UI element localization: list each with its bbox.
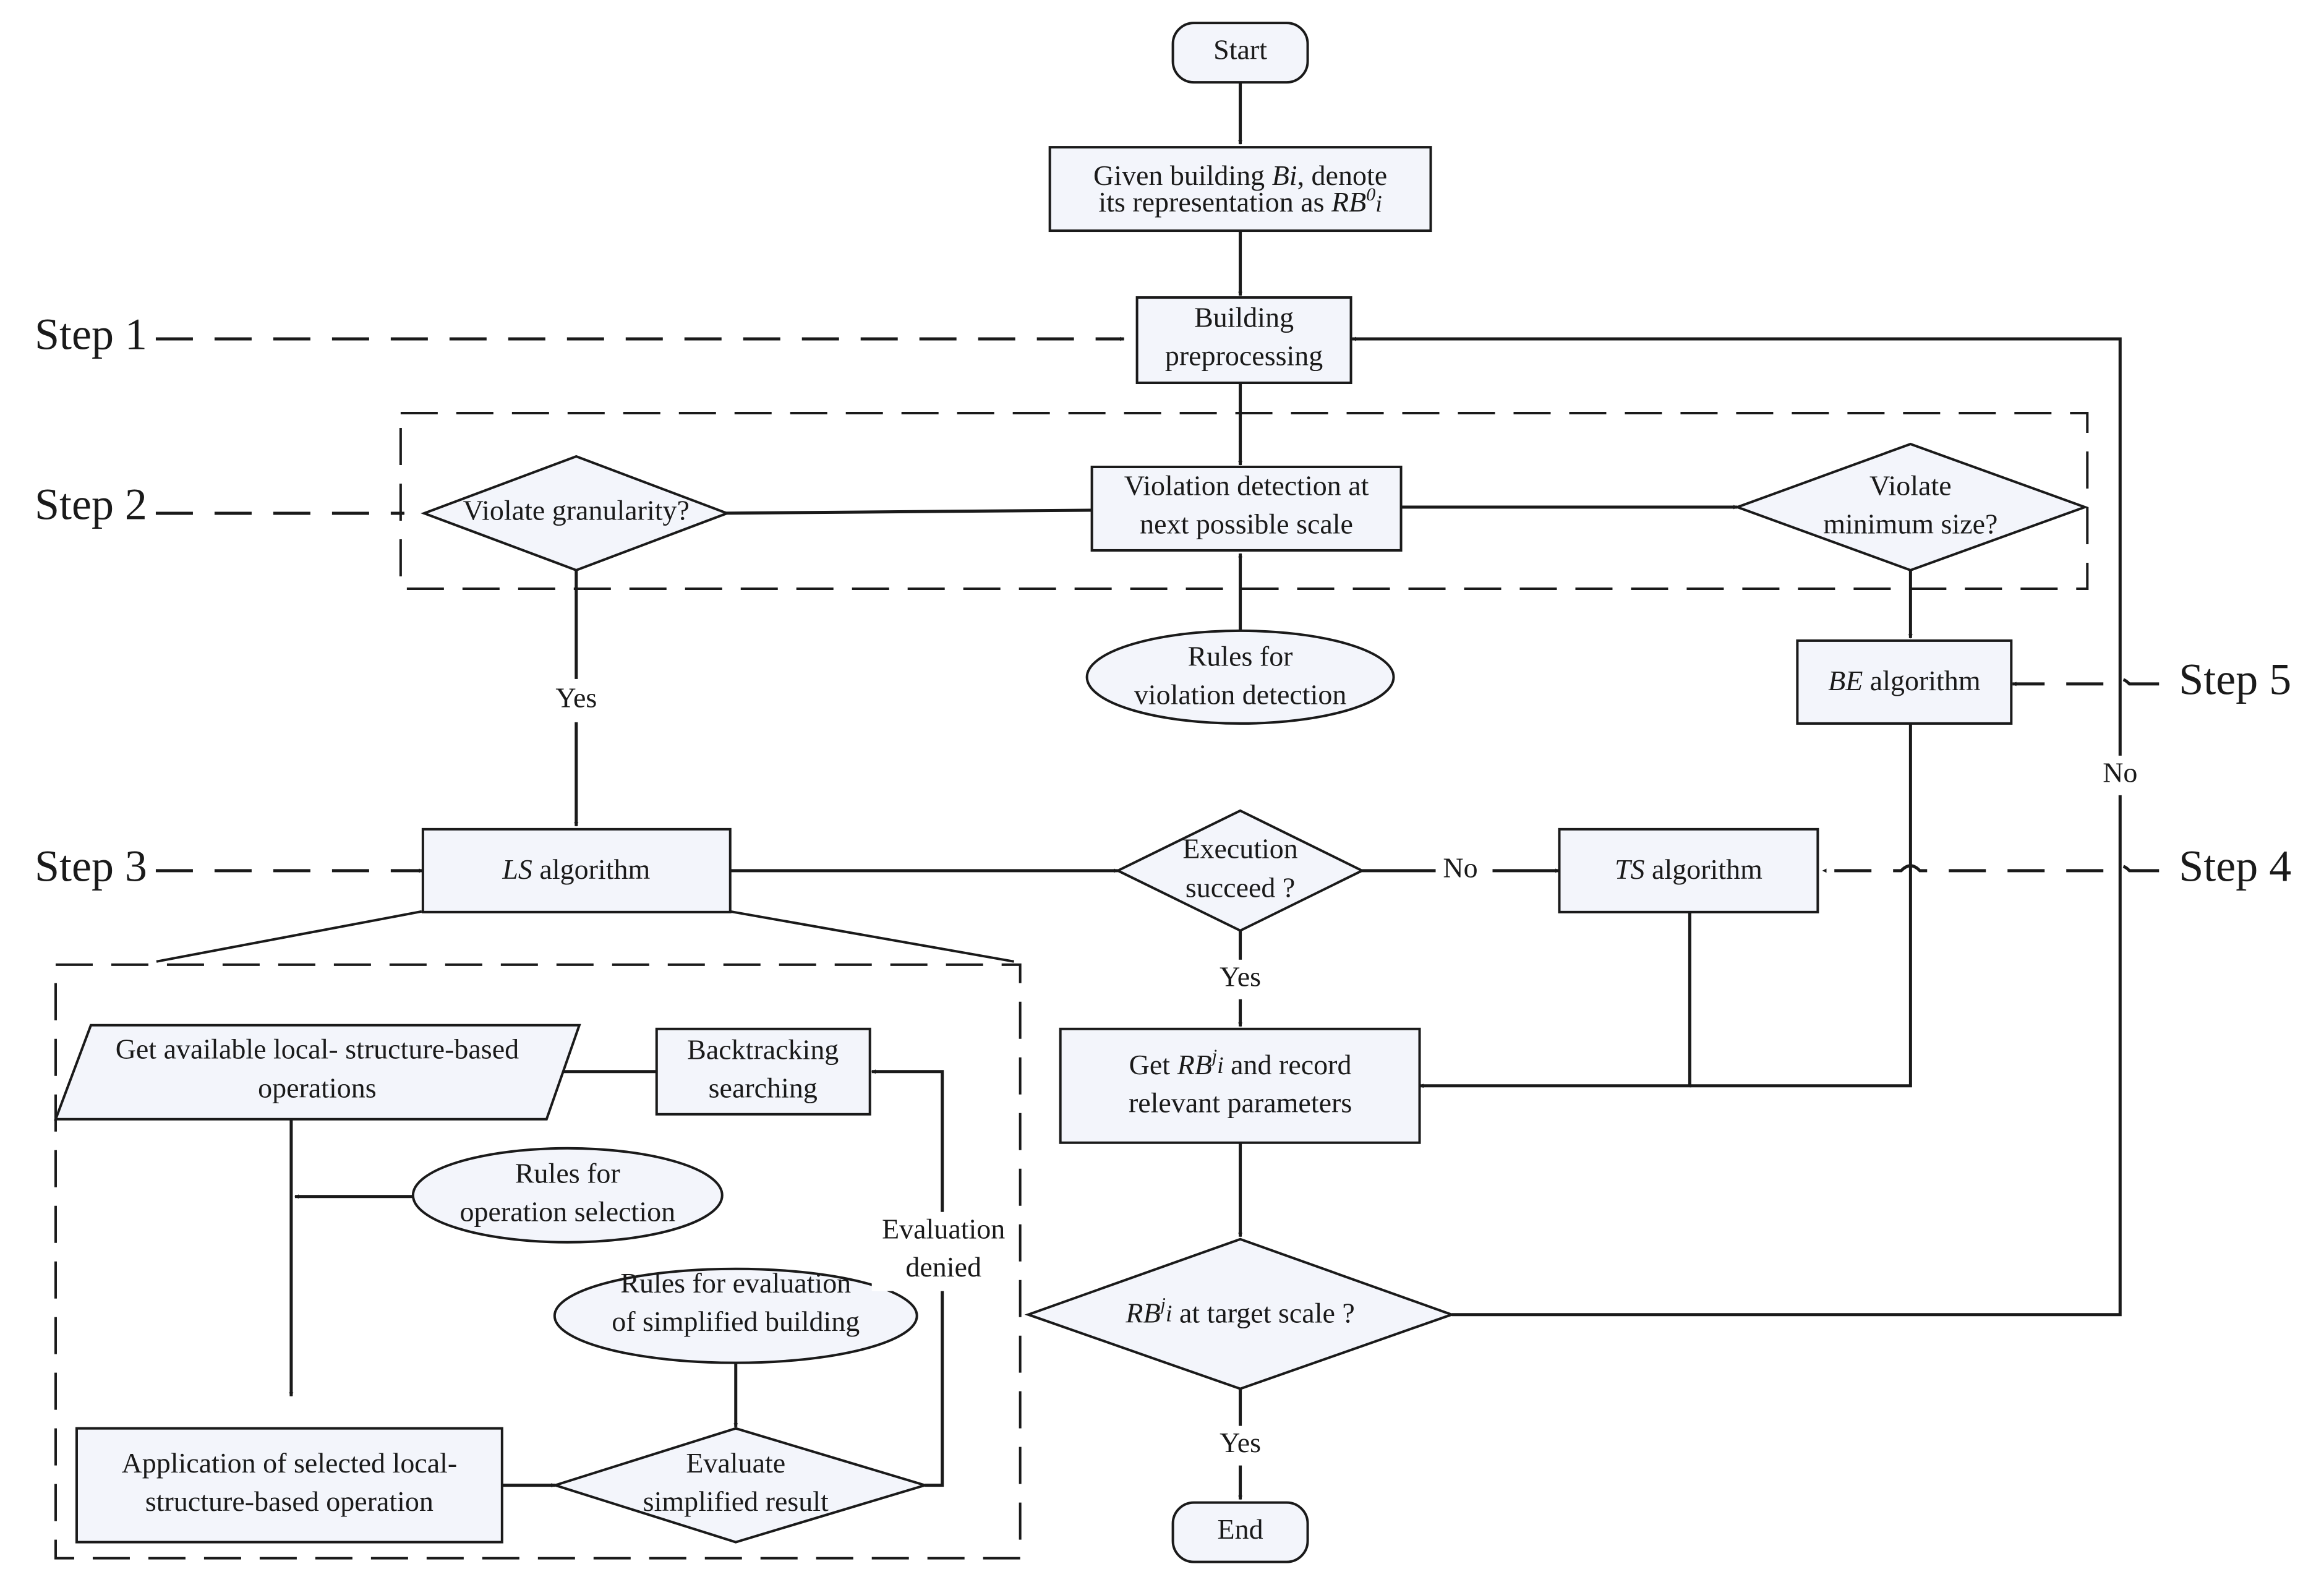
target-label: at target scale ? — [1172, 1297, 1354, 1328]
building-preprocessing-box: Building preprocessing — [1135, 296, 1352, 385]
evaluate-line1: Evaluate — [686, 1447, 785, 1479]
rules-violation-line1: Rules for — [1188, 640, 1293, 672]
get-line1-sup: j — [1210, 1046, 1217, 1066]
be-label: algorithm — [1863, 664, 1981, 696]
rules-evaluation-ellipse: Rules for evaluation of simplified build… — [553, 1267, 918, 1364]
get-line1-b: RB — [1177, 1048, 1212, 1080]
start-label: Start — [1213, 34, 1267, 66]
yes-exec-label: Yes — [1220, 960, 1261, 992]
eval-denied-line2: denied — [905, 1251, 981, 1283]
rules-violation-ellipse: Rules for violation detection — [1085, 629, 1395, 725]
get-result-box: Get RBji and record relevant parameters — [1059, 1027, 1421, 1144]
ls-label: algorithm — [532, 853, 651, 884]
preprocess-line1: Building — [1194, 302, 1294, 333]
yes-granularity-label: Yes — [555, 682, 597, 713]
ts-abbr: TS — [1615, 853, 1645, 884]
application-box: Application of selected local- structure… — [75, 1427, 503, 1544]
get-line2: relevant parameters — [1129, 1087, 1352, 1118]
given-line2-c: i — [1375, 191, 1382, 217]
get-line1-c: i — [1217, 1052, 1224, 1078]
available-operations-parallelogram: Get available local- structure-based ope… — [54, 1024, 581, 1121]
get-line1-a: Get — [1129, 1048, 1177, 1080]
svg-text:Get RBji and record: Get RBji and record — [1129, 1046, 1352, 1080]
svg-text:BE algorithm: BE algorithm — [1828, 664, 1981, 696]
given-building-box: Given building Bi, denote its representa… — [1048, 146, 1432, 233]
evaluate-line2: simplified result — [643, 1485, 829, 1517]
ls-zoom-line-left — [156, 910, 422, 963]
eval-denied-line1: Evaluation — [882, 1213, 1005, 1244]
rules-violation-line2: violation detection — [1134, 678, 1347, 710]
minsize-line1: Violate — [1869, 470, 1952, 502]
step2-label: Step 2 — [35, 479, 147, 529]
rules-eval-line2: of simplified building — [612, 1306, 860, 1337]
backtracking-box: Backtracking searching — [655, 1027, 871, 1116]
edge-target-no-loop — [1351, 336, 2122, 1317]
given-line1-b: Bi — [1272, 160, 1297, 191]
granularity-decision: Violate granularity? — [421, 455, 731, 572]
target-sup: j — [1158, 1294, 1166, 1315]
end-label: End — [1218, 1513, 1263, 1545]
violation-line2: next possible scale — [1140, 508, 1353, 540]
ls-zoom-line-right — [730, 910, 1015, 963]
granularity-label: Violate granularity? — [463, 495, 690, 526]
step4-pointer — [1822, 864, 2160, 873]
rules-selection-line2: operation selection — [460, 1195, 676, 1227]
step2-dashed-frame — [399, 411, 2089, 590]
evaluate-decision: Evaluate simplified result — [551, 1427, 929, 1544]
ts-algorithm-box: TS algorithm — [1558, 827, 1819, 913]
given-line2-sup: 0 — [1366, 184, 1375, 205]
backtrack-line1: Backtracking — [687, 1033, 839, 1065]
target-sub: i — [1166, 1301, 1173, 1327]
step5-label: Step 5 — [2179, 654, 2291, 704]
step5-pointer — [2012, 677, 2160, 686]
given-line2-b: RB — [1331, 186, 1366, 218]
application-line1: Application of selected local- — [122, 1447, 458, 1479]
edge-be-get — [1690, 723, 1912, 1088]
exec-line2: succeed ? — [1185, 871, 1295, 903]
rules-selection-line1: Rules for — [515, 1157, 620, 1189]
svg-text:its representation as RB0i: its representation as RB0i — [1098, 184, 1382, 218]
rules-eval-line1: Rules for evaluation — [620, 1267, 851, 1299]
svg-text:Given building Bi, denote: Given building Bi, denote — [1093, 160, 1387, 191]
get-line1-d: and record — [1224, 1048, 1352, 1080]
yes-target-label: Yes — [1220, 1427, 1261, 1458]
preprocess-line2: preprocessing — [1165, 340, 1323, 372]
backtrack-line2: searching — [709, 1072, 818, 1103]
edge-violation-granularity — [711, 508, 1092, 516]
violation-line1: Violation detection at — [1124, 470, 1369, 502]
application-line2: structure-based operation — [145, 1485, 434, 1517]
minsize-decision: Violate minimum size? — [1733, 442, 2089, 572]
given-line2-a: its representation as — [1098, 186, 1331, 218]
given-line1-a: Given building — [1093, 160, 1272, 191]
execution-decision: Execution succeed ? — [1115, 809, 1365, 933]
no-target-label: No — [2103, 756, 2137, 788]
rules-selection-ellipse: Rules for operation selection — [411, 1147, 724, 1244]
violation-detection-box: Violation detection at next possible sca… — [1090, 465, 1403, 552]
step1-label: Step 1 — [35, 310, 147, 359]
target-rb: RB — [1125, 1297, 1160, 1328]
target-scale-decision: RBji at target scale ? — [1024, 1237, 1456, 1390]
ls-algorithm-box: LS algorithm — [421, 827, 732, 913]
be-algorithm-box: BE algorithm — [1796, 639, 2013, 725]
end-terminal: End — [1171, 1501, 1309, 1563]
ts-label: algorithm — [1645, 853, 1763, 884]
step3-label: Step 3 — [35, 841, 147, 891]
step4-label: Step 4 — [2179, 841, 2291, 891]
exec-line1: Execution — [1182, 832, 1297, 864]
ls-abbr: LS — [502, 853, 532, 884]
svg-text:RBji at target scale ?: RBji at target scale ? — [1125, 1294, 1354, 1329]
svg-text:TS algorithm: TS algorithm — [1615, 853, 1762, 884]
edge-ts-get — [1419, 912, 1691, 1088]
available-line1: Get available local- structure-based — [116, 1033, 519, 1064]
no-exec-label: No — [1443, 852, 1477, 883]
be-abbr: BE — [1828, 664, 1863, 696]
start-terminal: Start — [1171, 22, 1309, 84]
given-line1-c: , denote — [1297, 160, 1388, 191]
minsize-line2: minimum size? — [1823, 508, 1997, 540]
available-line2: operations — [258, 1072, 377, 1103]
svg-text:LS algorithm: LS algorithm — [502, 853, 650, 884]
